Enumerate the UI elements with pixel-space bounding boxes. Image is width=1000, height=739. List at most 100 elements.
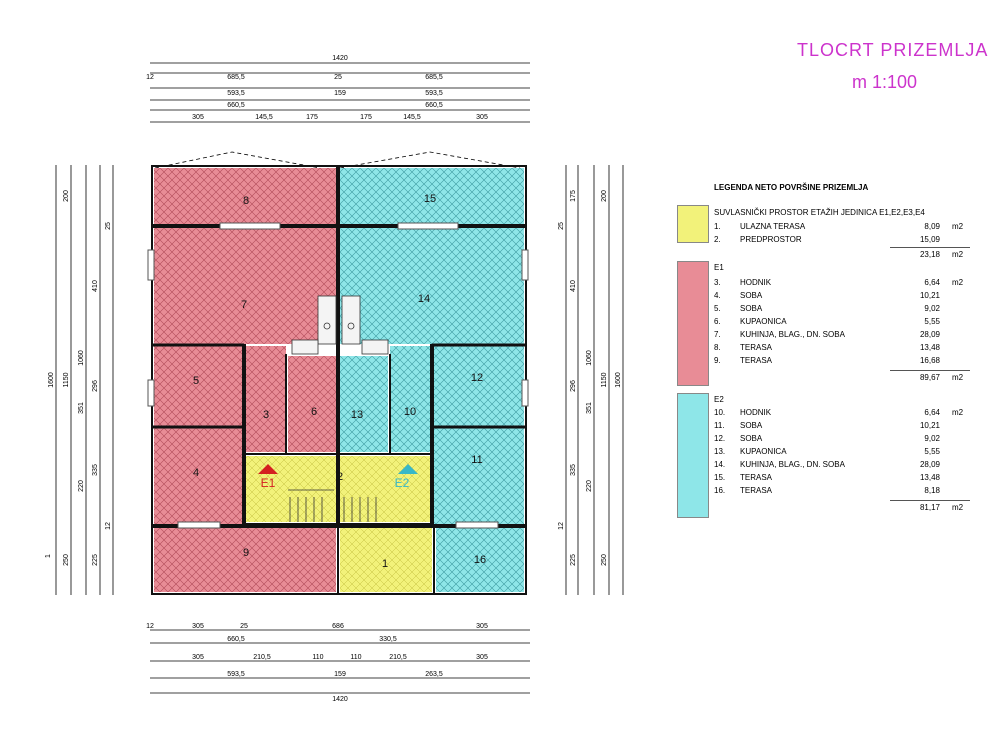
room-label-13: 13 bbox=[351, 409, 363, 421]
room-label-8: 8 bbox=[243, 195, 249, 207]
svg-text:145,5: 145,5 bbox=[403, 114, 421, 121]
svg-text:175: 175 bbox=[306, 114, 318, 121]
svg-text:305: 305 bbox=[476, 654, 488, 661]
room-3 bbox=[246, 346, 286, 452]
svg-text:12: 12 bbox=[558, 522, 565, 530]
svg-text:296: 296 bbox=[570, 380, 577, 392]
room-label-16: 16 bbox=[474, 554, 486, 566]
svg-text:220: 220 bbox=[586, 480, 593, 492]
room-14 bbox=[340, 228, 524, 344]
room-1 bbox=[340, 528, 432, 592]
svg-text:12: 12 bbox=[146, 623, 154, 630]
svg-text:685,5: 685,5 bbox=[425, 74, 443, 81]
dimension-lines-right bbox=[565, 165, 624, 595]
legend-e2-heading: E2 bbox=[714, 395, 724, 404]
svg-text:25: 25 bbox=[558, 222, 565, 230]
legend-common-heading: SUVLASNIČKI PROSTOR ETAŽIH JEDINICA E1,E… bbox=[714, 208, 925, 217]
room-label-9: 9 bbox=[243, 547, 249, 559]
stairs bbox=[288, 489, 377, 522]
svg-text:335: 335 bbox=[92, 464, 99, 476]
e1-marker-label: E1 bbox=[261, 476, 276, 490]
room-13 bbox=[340, 356, 388, 452]
legend-swatch-e2 bbox=[677, 393, 709, 518]
svg-text:145,5: 145,5 bbox=[255, 114, 273, 121]
svg-text:1150: 1150 bbox=[601, 372, 608, 387]
dim-labels-top: 1420 685,5 685,5 593,5 159 593,5 660,5 6… bbox=[146, 55, 488, 121]
room-label-11: 11 bbox=[471, 454, 482, 466]
svg-text:25: 25 bbox=[105, 222, 112, 230]
svg-text:335: 335 bbox=[570, 464, 577, 476]
svg-text:305: 305 bbox=[192, 114, 204, 121]
svg-text:1600: 1600 bbox=[48, 372, 55, 388]
svg-text:593,5: 593,5 bbox=[227, 671, 245, 678]
svg-text:110: 110 bbox=[312, 654, 323, 661]
legend-title: LEGENDA NETO POVRŠINE PRIZEMLJA bbox=[714, 183, 869, 192]
svg-text:1060: 1060 bbox=[586, 350, 593, 366]
kitchen-fixtures bbox=[291, 295, 389, 355]
svg-text:410: 410 bbox=[92, 280, 99, 292]
room-9 bbox=[154, 528, 336, 592]
svg-text:200: 200 bbox=[63, 190, 70, 202]
dim-top-total: 1420 bbox=[332, 55, 348, 62]
legend-swatch-e1 bbox=[677, 261, 709, 386]
dim-labels-left: 1600 1150 1060 200 410 296 351 335 220 2… bbox=[45, 190, 112, 566]
room-label-15: 15 bbox=[424, 193, 436, 205]
room-label-5: 5 bbox=[193, 375, 199, 387]
svg-text:660,5: 660,5 bbox=[227, 102, 245, 109]
roof-outline bbox=[154, 151, 521, 169]
svg-text:175: 175 bbox=[360, 114, 372, 121]
e2-marker-arrow bbox=[398, 464, 418, 474]
room-15 bbox=[340, 168, 524, 224]
svg-text:159: 159 bbox=[334, 90, 346, 97]
dim-labels-bottom: 305 686 305 660,5 330,5 305 210,5 110 11… bbox=[146, 623, 488, 703]
svg-text:1600: 1600 bbox=[615, 372, 622, 388]
room-label-14: 14 bbox=[418, 293, 430, 305]
legend-e1-heading: E1 bbox=[714, 263, 724, 272]
room-5 bbox=[154, 346, 242, 426]
svg-text:593,5: 593,5 bbox=[227, 90, 245, 97]
svg-text:159: 159 bbox=[334, 671, 346, 678]
room-label-7: 7 bbox=[241, 299, 247, 311]
room-label-10: 10 bbox=[404, 406, 416, 418]
dimension-lines-top bbox=[150, 62, 530, 123]
dimension-lines-left bbox=[55, 165, 114, 595]
svg-text:305: 305 bbox=[476, 623, 488, 630]
svg-text:1150: 1150 bbox=[63, 372, 70, 387]
room-10 bbox=[390, 346, 430, 452]
svg-text:263,5: 263,5 bbox=[425, 671, 443, 678]
svg-text:686: 686 bbox=[332, 623, 344, 630]
room-12 bbox=[434, 346, 524, 426]
e1-marker-arrow bbox=[258, 464, 278, 474]
room-8 bbox=[154, 168, 336, 224]
dim-labels-right: 1600 1150 1060 200 175 410 296 351 335 2… bbox=[558, 190, 622, 566]
svg-text:250: 250 bbox=[601, 554, 608, 566]
svg-text:305: 305 bbox=[192, 654, 204, 661]
svg-text:351: 351 bbox=[586, 402, 593, 414]
room-numbers: 1 2 3 4 5 6 7 8 9 10 11 12 13 14 15 16 bbox=[193, 193, 486, 570]
drawing-scale: m 1:100 bbox=[852, 72, 918, 92]
svg-text:110: 110 bbox=[350, 654, 361, 661]
windows bbox=[147, 222, 529, 529]
svg-text:12: 12 bbox=[105, 522, 112, 530]
room-label-2: 2 bbox=[337, 471, 343, 483]
svg-text:25: 25 bbox=[334, 74, 342, 81]
legend-swatch-common bbox=[677, 205, 709, 243]
svg-text:12: 12 bbox=[146, 74, 154, 81]
svg-text:305: 305 bbox=[192, 623, 204, 630]
svg-text:593,5: 593,5 bbox=[425, 90, 443, 97]
svg-text:660,5: 660,5 bbox=[425, 102, 443, 109]
room-label-6: 6 bbox=[311, 406, 317, 418]
svg-text:225: 225 bbox=[570, 554, 577, 566]
svg-text:410: 410 bbox=[570, 280, 577, 292]
svg-text:351: 351 bbox=[78, 402, 85, 414]
drawing-title: TLOCRT PRIZEMLJA bbox=[797, 40, 989, 60]
svg-text:305: 305 bbox=[476, 114, 488, 121]
svg-text:25: 25 bbox=[240, 623, 248, 630]
room-label-4: 4 bbox=[193, 467, 199, 479]
svg-text:250: 250 bbox=[63, 554, 70, 566]
room-label-12: 12 bbox=[471, 372, 483, 384]
room-7 bbox=[154, 228, 336, 344]
svg-text:220: 220 bbox=[78, 480, 85, 492]
walls bbox=[151, 165, 527, 595]
